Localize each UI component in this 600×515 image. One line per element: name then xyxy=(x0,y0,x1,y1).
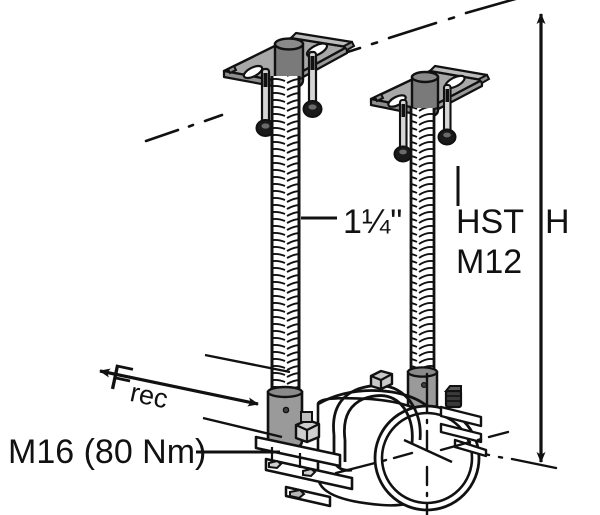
base-plate-bolt-heads xyxy=(268,459,317,500)
anchor-bolt-left-far xyxy=(302,50,323,118)
rod-collar-right xyxy=(410,70,440,119)
sleeve-set-screw-hole xyxy=(282,406,290,414)
force-direction-arrow xyxy=(99,368,259,407)
clamp-hex-nut-top xyxy=(369,369,394,391)
label-anchor-size: M12 xyxy=(456,243,522,281)
anchor-bolt-right-far xyxy=(437,83,457,146)
threaded-rod-left xyxy=(270,76,301,394)
anchor-bolt-left-near xyxy=(255,67,276,137)
label-anchor-type: HST xyxy=(456,203,524,241)
label-force: F rec xyxy=(106,356,170,415)
pipe-center-axis-horizontal xyxy=(334,430,510,475)
plate-slot-hole xyxy=(242,64,264,80)
sleeve-set-screw-hole xyxy=(420,381,428,389)
label-rod-size: 1¼" xyxy=(343,203,402,241)
threaded-rod-right xyxy=(409,108,436,374)
leader-line-bolt-spec-upper xyxy=(202,416,283,439)
leader-line-force-upper xyxy=(204,353,291,374)
pipe-center-cross-tick xyxy=(403,438,453,464)
plate-slot-hole xyxy=(387,94,407,108)
hex-nut-M16 xyxy=(294,411,321,444)
anchor-bolt-right-near xyxy=(393,98,413,163)
label-bolt-spec: M16 (80 Nm) xyxy=(8,433,206,471)
label-height-dimension: H xyxy=(545,203,570,241)
clamp-bolt-right xyxy=(443,385,463,409)
